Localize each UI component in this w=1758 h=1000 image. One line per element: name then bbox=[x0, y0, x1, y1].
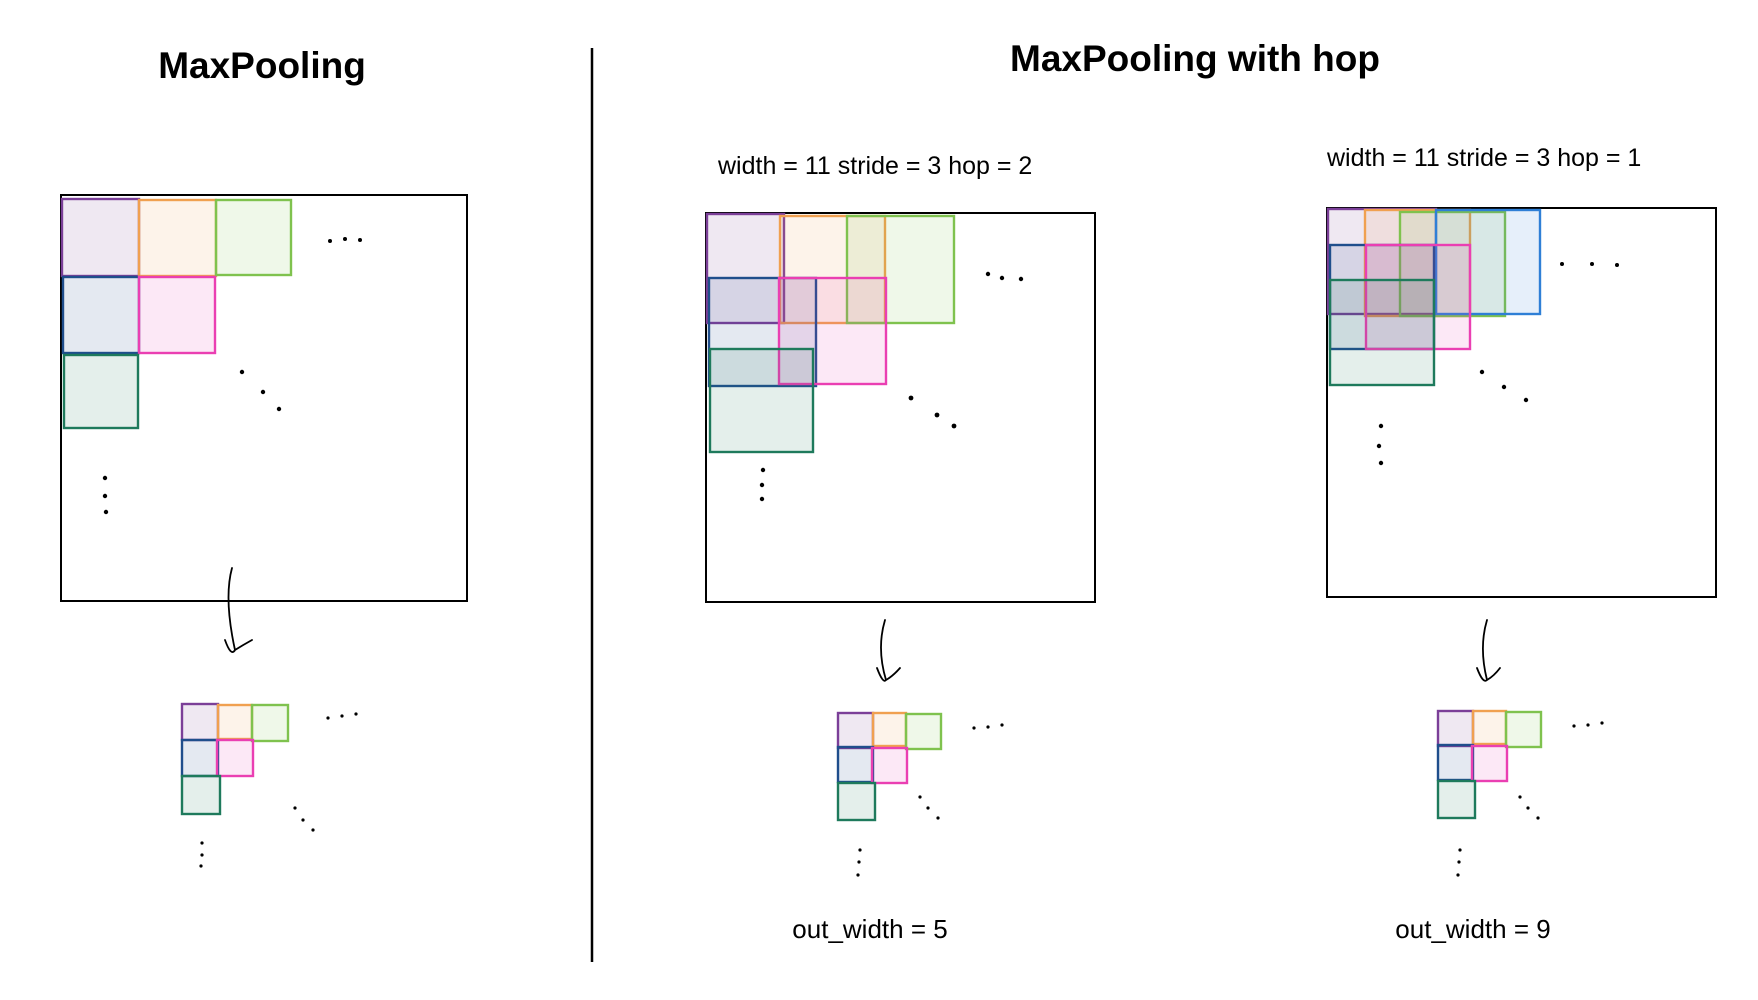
arrow-down-maxpooling bbox=[224, 567, 253, 653]
ellipsis-vertical bbox=[102, 475, 109, 515]
out-cell-green bbox=[250, 703, 290, 743]
out-ellipsis-diagonal bbox=[1518, 795, 1540, 820]
window-green bbox=[845, 214, 956, 325]
window-teal bbox=[62, 353, 140, 430]
window-pink bbox=[137, 275, 217, 355]
out-ellipsis-horizontal bbox=[972, 723, 1004, 730]
window-navy bbox=[707, 276, 818, 388]
out-cell-teal bbox=[180, 774, 222, 816]
params-hop1: width = 11 stride = 3 hop = 1 bbox=[1326, 144, 1641, 172]
out-ellipsis-vertical bbox=[1456, 848, 1462, 877]
out-ellipsis-horizontal bbox=[326, 712, 358, 720]
out-cell-purple bbox=[1436, 709, 1475, 748]
window-purple bbox=[1326, 207, 1438, 316]
params-hop2: width = 11 stride = 3 hop = 2 bbox=[717, 152, 1032, 180]
window-navy bbox=[61, 275, 141, 355]
out-ellipsis-horizontal bbox=[1572, 721, 1604, 728]
out-cell-orange bbox=[871, 711, 908, 748]
out-cell-pink bbox=[870, 746, 909, 785]
output-grid-maxpooling bbox=[180, 702, 358, 868]
out-ellipsis-vertical bbox=[856, 848, 862, 877]
window-pink bbox=[1364, 243, 1472, 351]
window-orange bbox=[1363, 208, 1472, 318]
out-width-hop2: out_width = 5 bbox=[792, 914, 947, 944]
window-pink bbox=[777, 276, 888, 386]
out-cell-purple bbox=[836, 711, 875, 750]
out-cell-navy bbox=[180, 738, 220, 778]
input-grid-hop1 bbox=[1326, 207, 1717, 598]
title-maxpooling: MaxPooling bbox=[158, 45, 366, 86]
out-cell-orange bbox=[1471, 709, 1508, 746]
out-cell-teal bbox=[836, 781, 877, 822]
out-cell-navy bbox=[836, 745, 875, 784]
out-cell-pink bbox=[1470, 744, 1509, 783]
input-grid-hop2 bbox=[705, 212, 1096, 603]
ellipsis-vertical bbox=[759, 467, 766, 502]
out-cell-orange bbox=[216, 703, 254, 741]
output-grid-hop1 bbox=[1436, 709, 1604, 877]
input-frame bbox=[60, 194, 468, 602]
pooling-windows bbox=[705, 212, 956, 454]
arrow-down-hop1 bbox=[1476, 619, 1501, 682]
ellipsis-diagonal bbox=[1479, 369, 1529, 403]
out-cell-teal bbox=[1436, 779, 1477, 820]
out-cell-pink bbox=[215, 738, 255, 778]
window-purple bbox=[705, 212, 786, 325]
ellipsis-horizontal bbox=[985, 271, 1024, 282]
ellipsis-diagonal bbox=[239, 369, 282, 412]
input-grid-maxpooling bbox=[60, 194, 468, 602]
out-ellipsis-diagonal bbox=[293, 806, 315, 832]
out-cell-green bbox=[1504, 710, 1543, 749]
ellipsis-horizontal bbox=[1560, 262, 1619, 267]
out-width-hop1: out_width = 9 bbox=[1395, 914, 1550, 944]
window-orange bbox=[137, 198, 218, 278]
window-teal bbox=[708, 347, 815, 454]
window-blue bbox=[1434, 208, 1542, 316]
ellipsis-diagonal bbox=[908, 395, 957, 429]
out-cell-purple bbox=[180, 702, 220, 742]
window-teal bbox=[1328, 278, 1436, 387]
window-green bbox=[1398, 210, 1507, 318]
pooling-windows bbox=[60, 197, 293, 430]
arrow-down-hop2 bbox=[876, 619, 901, 682]
ellipsis-vertical bbox=[1376, 423, 1384, 466]
title-maxpooling-with-hop: MaxPooling with hop bbox=[1010, 38, 1380, 79]
out-ellipsis-vertical bbox=[199, 841, 204, 868]
window-orange bbox=[778, 214, 887, 325]
pooling-windows bbox=[1326, 207, 1542, 387]
output-grid-hop2 bbox=[836, 711, 1004, 877]
out-ellipsis-diagonal bbox=[918, 795, 940, 820]
out-cell-navy bbox=[1436, 743, 1475, 782]
out-cell-green bbox=[904, 712, 943, 751]
window-purple bbox=[60, 197, 141, 278]
ellipsis-horizontal bbox=[328, 237, 362, 243]
input-frame bbox=[1326, 207, 1717, 598]
window-green bbox=[214, 198, 293, 277]
